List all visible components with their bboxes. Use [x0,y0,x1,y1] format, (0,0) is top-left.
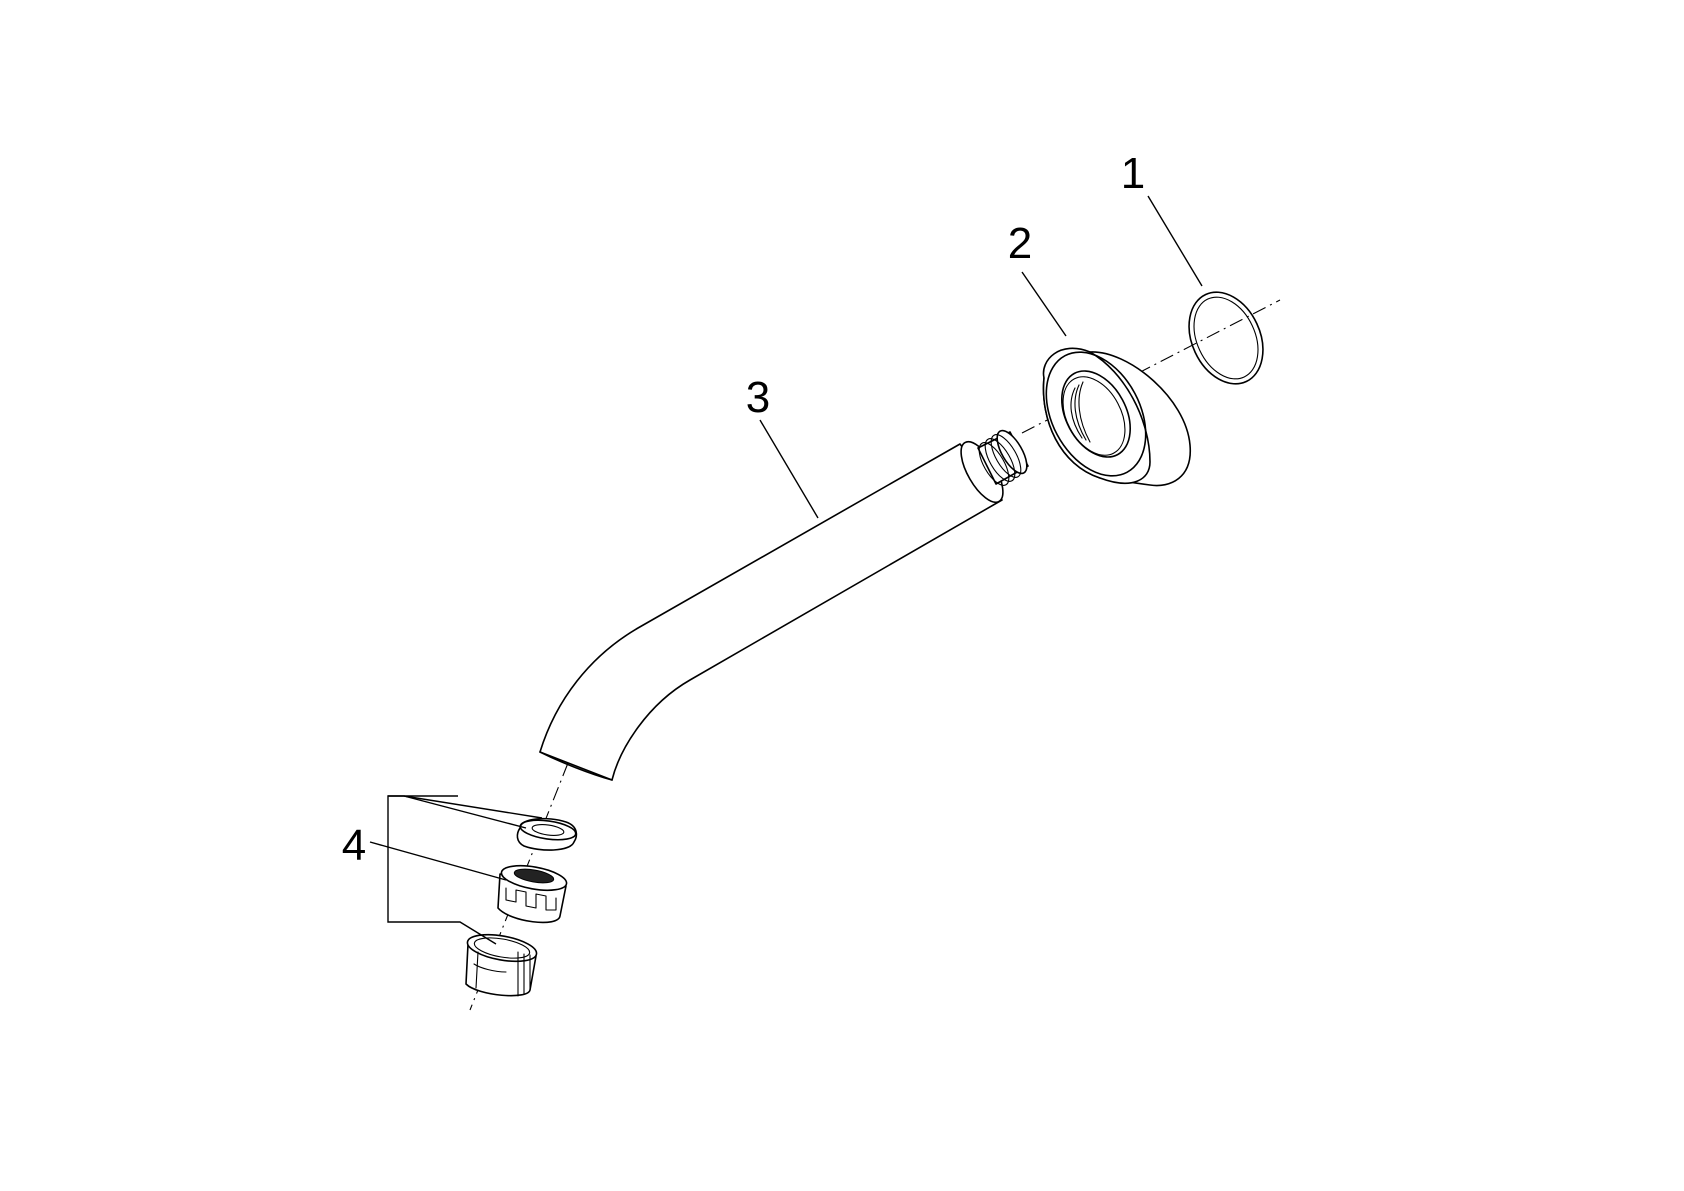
part-3-shower-arm [539,429,1029,781]
callout-labels: 1 2 3 4 [342,149,1145,870]
part-1-o-ring [1188,291,1264,385]
callout-2: 2 [1008,219,1032,268]
callout-3: 3 [746,373,770,422]
part-4-aerator-insert [497,864,568,924]
leader-lines [369,195,1203,945]
part-2-wall-rosette [1042,347,1191,487]
part-4-washer [516,817,578,851]
callout-4: 4 [342,821,366,870]
part-4-aerator-housing [465,933,538,997]
callout-1: 1 [1121,149,1145,198]
